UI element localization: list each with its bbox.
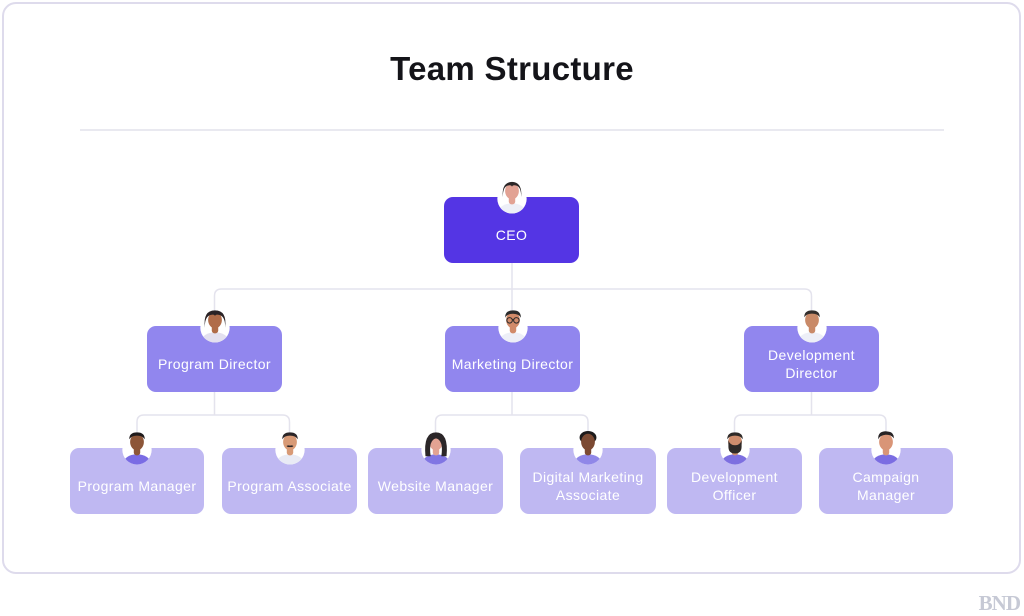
org-node-label: Campaign Manager [852, 468, 920, 503]
org-node-marketing-director: Marketing Director [445, 310, 580, 392]
org-node-label: CEO [495, 226, 528, 243]
page-title: Team Structure [390, 50, 634, 87]
avatar-man-mustache-icon [274, 432, 305, 465]
avatar-man-glasses-icon [497, 310, 528, 343]
avatar-woman-long-hair-icon [420, 432, 451, 465]
bnd-logo: BND [978, 591, 1021, 615]
avatar-woman-afro-icon [573, 431, 603, 465]
org-node-label: Marketing Director [451, 355, 574, 372]
org-node-label: Program Director [158, 355, 271, 372]
avatar-woman-curly-bob-icon [199, 310, 230, 343]
org-node-label: Program Associate [227, 477, 352, 494]
org-node-website-manager: Website Manager [368, 432, 503, 514]
org-node-development-officer: Development Officer [667, 432, 802, 514]
avatar-man-beard-icon [719, 432, 750, 465]
org-node-label: Program Manager [77, 477, 197, 494]
avatar-man-short-hair-icon [796, 310, 827, 343]
org-node-label: Website Manager [377, 477, 494, 494]
avatar-woman-bob-icon [496, 181, 527, 214]
org-node-program-manager: Program Manager [70, 432, 204, 514]
avatar-man-quiff-icon [871, 431, 901, 465]
avatar-man-short-hair-icon [122, 432, 152, 465]
org-node-ceo: CEO [444, 181, 579, 263]
org-node-label: Development Officer [691, 468, 778, 503]
org-node-label: Digital Marketing Associate [532, 468, 644, 503]
org-node-development-director: Development Director [744, 310, 879, 392]
org-node-digital-marketing-associate: Digital Marketing Associate [520, 431, 656, 514]
org-node-program-associate: Program Associate [222, 432, 357, 514]
title-divider [80, 129, 944, 131]
org-node-campaign-manager: Campaign Manager [819, 431, 953, 514]
org-node-label: Development Director [768, 346, 855, 381]
org-node-program-director: Program Director [147, 310, 282, 392]
